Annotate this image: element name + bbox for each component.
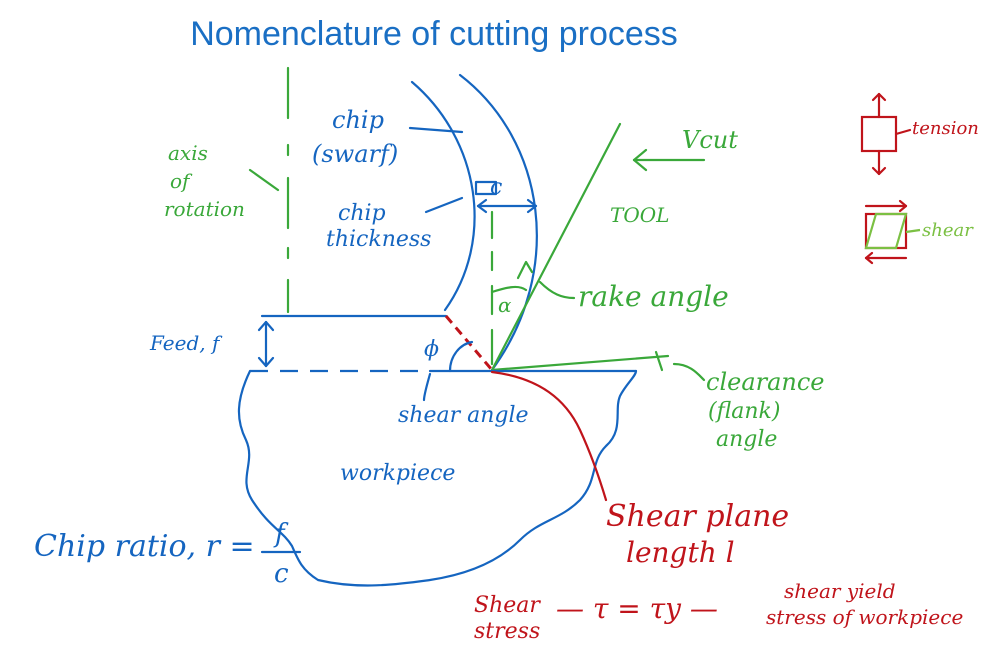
workpiece-label: workpiece bbox=[340, 461, 455, 486]
axis-pointer-line bbox=[248, 168, 280, 192]
chip-thickness-pointer bbox=[424, 196, 464, 214]
vcut-label: Vcut bbox=[682, 126, 738, 154]
shear-stress-label-1: Shear bbox=[474, 593, 541, 618]
clearance-label-1: clearance bbox=[706, 368, 825, 396]
c-label: c bbox=[490, 175, 502, 200]
tension-label: tension bbox=[912, 118, 979, 139]
axis-of-rotation bbox=[248, 66, 290, 314]
clearance-label-3: angle bbox=[716, 427, 777, 452]
phi-arc bbox=[448, 340, 474, 373]
alpha-symbol: α bbox=[498, 293, 512, 317]
rake-arc-tick bbox=[516, 260, 534, 280]
swarf-label: (swarf) bbox=[312, 140, 398, 168]
chip-ratio-denominator: c bbox=[274, 559, 289, 589]
shear-yield-label-2: stress of workpiece bbox=[766, 605, 963, 629]
chip-ratio-numerator: f bbox=[273, 519, 289, 549]
chip-inner-curve bbox=[410, 80, 476, 312]
tension-icon bbox=[860, 92, 912, 176]
phi-symbol: ϕ bbox=[424, 337, 439, 362]
shear-yield-label-1: shear yield bbox=[784, 579, 896, 603]
tool-label: TOOL bbox=[610, 203, 669, 227]
clearance-label-2: (flank) bbox=[708, 399, 780, 424]
shear-angle-label: shear angle bbox=[398, 403, 529, 428]
tool-rake-face bbox=[490, 122, 622, 372]
axis-label-line1: axis bbox=[168, 141, 208, 165]
chip-thickness-label-1: chip bbox=[338, 201, 386, 226]
clearance-pointer bbox=[672, 362, 706, 382]
clearance-angle-arc bbox=[654, 350, 664, 372]
shear-icon bbox=[864, 199, 921, 265]
chip-ratio-label: Chip ratio, r = bbox=[34, 529, 255, 564]
chip-label: chip bbox=[332, 106, 384, 134]
shear-plane-pointer bbox=[490, 370, 608, 502]
chip-thickness-label-2: thickness bbox=[326, 227, 431, 252]
c-arrow-right bbox=[526, 198, 538, 214]
shear-side-label: shear bbox=[922, 220, 974, 241]
feed-arrow-up bbox=[257, 320, 275, 332]
shear-plane-label-2: length l bbox=[626, 536, 735, 569]
tau-equation: — τ = τy — bbox=[556, 592, 718, 625]
c-arrow-left bbox=[476, 198, 488, 214]
axis-label-line3: rotation bbox=[164, 197, 245, 221]
vcut-arrow-head bbox=[632, 148, 648, 172]
chip-outer-curve bbox=[458, 73, 538, 372]
feed-arrow-down bbox=[257, 356, 275, 368]
rake-pointer bbox=[538, 280, 576, 300]
workpiece-outline bbox=[237, 369, 638, 587]
shear-angle-pointer bbox=[422, 372, 432, 402]
rake-angle-label: rake angle bbox=[578, 280, 729, 313]
page-title: Nomenclature of cutting process bbox=[190, 15, 678, 53]
shear-plane-label-1: Shear plane bbox=[606, 499, 789, 534]
alpha-arc bbox=[490, 285, 528, 294]
feed-label: Feed, f bbox=[149, 331, 223, 355]
shear-stress-label-2: stress bbox=[474, 619, 540, 644]
axis-label-line2: of bbox=[170, 169, 193, 193]
chip-pointer-line bbox=[408, 126, 464, 134]
tool-flank-face bbox=[490, 354, 670, 372]
